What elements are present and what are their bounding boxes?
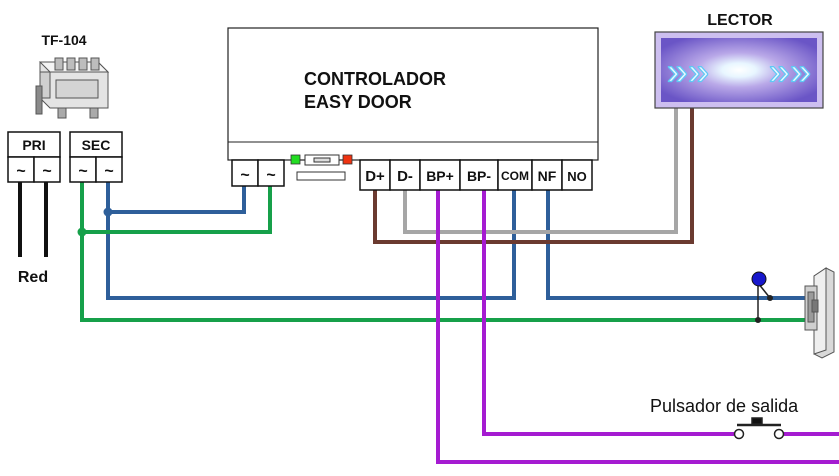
reader-arrows-left-icon: »»	[667, 51, 709, 93]
reader-arrows-right-icon: »»	[769, 51, 811, 93]
sec-terminal-2: ~	[104, 163, 113, 180]
exit-button-label: Pulsador de salida	[650, 396, 799, 416]
controller-title-line1: CONTROLADOR	[304, 69, 446, 89]
sec-terminal-block: SEC ~ ~	[69, 131, 123, 183]
lock-indicator-icon	[751, 271, 767, 287]
junction-blue	[103, 207, 113, 217]
junctions	[77, 207, 113, 237]
wires	[18, 108, 839, 464]
reader: LECTOR »» »»	[654, 12, 824, 109]
terminal-no: NO	[567, 169, 587, 184]
terminal-box-dminus	[389, 159, 421, 191]
controller-power-terminal-2: ~	[266, 167, 275, 184]
wire-purple-bpplus-to-button	[436, 190, 839, 464]
terminal-bpminus: BP-	[467, 168, 491, 184]
electric-strike-icon	[804, 267, 835, 359]
terminal-box-dplus	[359, 159, 391, 191]
wire-purple-bpminus-to-button	[482, 190, 734, 436]
controller-terminal-block: D+ D- BP+ BP- COM NF NO	[359, 159, 593, 191]
terminal-dminus: D-	[397, 168, 413, 185]
terminal-box-com	[497, 159, 533, 191]
exit-button: Pulsador de salida	[650, 396, 799, 440]
led-red-icon	[342, 154, 353, 165]
terminal-bpplus: BP+	[426, 168, 454, 184]
door-lock	[751, 267, 835, 359]
transformer: TF-104 PRI ~ ~ SEC	[7, 32, 123, 183]
wire-brown-dplus-to-reader	[373, 108, 694, 244]
terminal-box-no	[561, 159, 593, 191]
wire-blue-nf-to-lock	[546, 190, 805, 300]
led-green-icon	[290, 154, 301, 165]
junction-green	[77, 227, 87, 237]
wire-green-sec-to-lock	[80, 232, 814, 322]
terminal-box-bpplus	[419, 159, 461, 191]
dip-switch-icon	[296, 154, 346, 181]
reader-label: LECTOR	[707, 12, 773, 29]
sec-label: SEC	[82, 137, 111, 153]
pri-label: PRI	[22, 137, 45, 153]
controller-title-line2: EASY DOOR	[304, 92, 412, 112]
reader-glow-panel	[661, 38, 817, 102]
pri-terminal-1: ~	[16, 163, 25, 180]
terminal-box-bpminus	[459, 159, 499, 191]
pri-terminal-block: PRI ~ ~	[7, 131, 61, 183]
terminal-com: COM	[501, 169, 529, 183]
wire-green-sec-to-controller	[80, 182, 272, 234]
transformer-label: TF-104	[41, 32, 86, 48]
transformer-icon	[35, 57, 110, 119]
controller-box	[227, 27, 599, 161]
terminal-dplus: D+	[365, 168, 385, 185]
mains-label: Red	[18, 269, 48, 286]
wire-gray-dminus-to-reader	[403, 108, 678, 234]
push-button-icon	[733, 417, 785, 440]
terminal-nf: NF	[538, 168, 557, 184]
controller-power-terminal-1: ~	[240, 167, 249, 184]
sec-terminal-1: ~	[78, 163, 87, 180]
wire-blue-sec-to-controller	[106, 182, 246, 214]
controller: CONTROLADOR EASY DOOR ~ ~ D+ D- BP+ BP- …	[227, 27, 599, 191]
pri-terminal-2: ~	[42, 163, 51, 180]
